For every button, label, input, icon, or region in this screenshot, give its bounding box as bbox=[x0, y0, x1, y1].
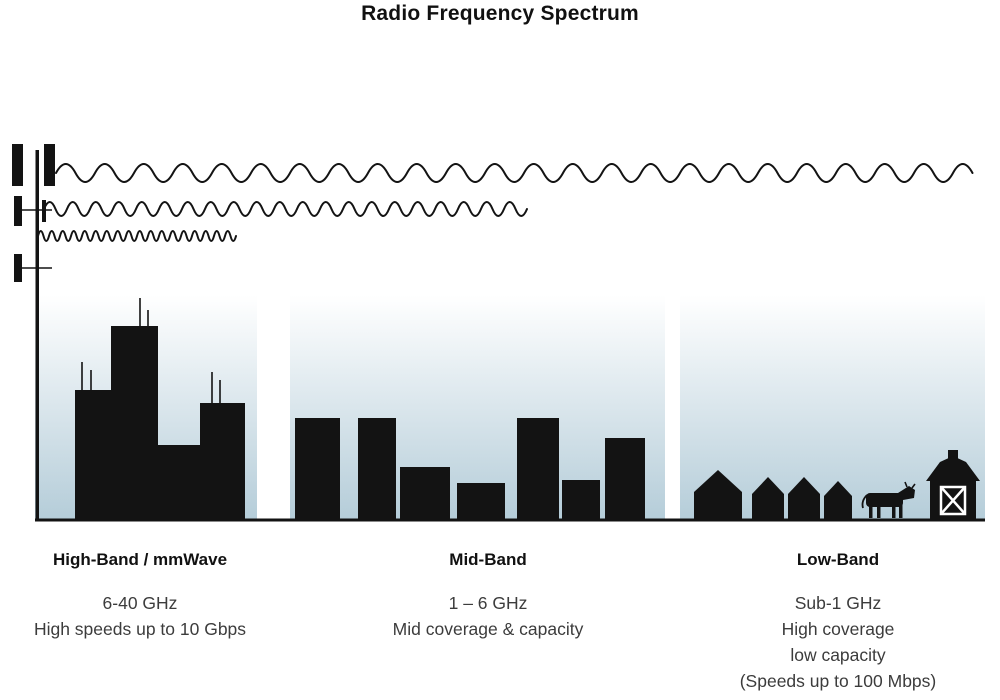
long-wavelength-wave bbox=[55, 163, 974, 183]
tower-antenna-panel bbox=[14, 254, 22, 282]
mid-rise-buildings bbox=[295, 418, 645, 520]
barn-icon bbox=[926, 450, 980, 519]
band-description: High speeds up to 10 Gbps bbox=[33, 619, 247, 639]
page-title: Radio Frequency Spectrum bbox=[361, 2, 639, 25]
rural-houses-cow-barn bbox=[694, 450, 980, 520]
building bbox=[358, 418, 396, 520]
building bbox=[200, 403, 245, 520]
house-icon bbox=[824, 481, 852, 520]
building bbox=[158, 445, 200, 520]
band-frequency: 6-40 GHz bbox=[102, 593, 178, 613]
tower-antenna-panel bbox=[44, 144, 55, 186]
tower-antenna-panel bbox=[14, 196, 22, 226]
building bbox=[457, 483, 505, 520]
tower-antenna-panel bbox=[42, 200, 46, 222]
building bbox=[75, 390, 111, 520]
band-frequency: Sub-1 GHz bbox=[794, 593, 882, 613]
building bbox=[400, 467, 450, 520]
house-icon bbox=[752, 477, 784, 520]
mid-band-caption: Mid-Band 1 – 6 GHz Mid coverage & capaci… bbox=[328, 550, 648, 642]
band-frequency: 1 – 6 GHz bbox=[448, 593, 528, 613]
tower-mast bbox=[35, 150, 39, 520]
band-description: (Speeds up to 100 Mbps) bbox=[739, 671, 937, 691]
low-band-caption: Low-Band Sub-1 GHz High coverage low cap… bbox=[688, 550, 988, 694]
building bbox=[562, 480, 600, 520]
cell-tower-icon bbox=[12, 144, 55, 520]
building bbox=[517, 418, 559, 520]
barn-door bbox=[939, 485, 967, 516]
band-description: low capacity bbox=[790, 645, 886, 665]
band-label: Low-Band bbox=[796, 550, 880, 569]
building bbox=[605, 438, 645, 520]
band-label: High-Band / mmWave bbox=[52, 550, 228, 569]
spectrum-illustration bbox=[12, 144, 985, 522]
building bbox=[295, 418, 340, 520]
house-icon bbox=[788, 477, 820, 520]
medium-wavelength-wave bbox=[43, 201, 528, 217]
city-skyscrapers bbox=[75, 298, 245, 520]
band-description: Mid coverage & capacity bbox=[392, 619, 584, 639]
high-band-caption: High-Band / mmWave 6-40 GHz High speeds … bbox=[10, 550, 270, 642]
house-icon bbox=[694, 470, 742, 520]
band-description: High coverage bbox=[781, 619, 895, 639]
short-wavelength-wave bbox=[37, 230, 237, 242]
tower-antenna-panel bbox=[12, 144, 23, 186]
band-label: Mid-Band bbox=[449, 550, 527, 569]
cow-icon bbox=[861, 481, 916, 518]
building bbox=[111, 326, 158, 520]
mid-band-sky-panel bbox=[290, 295, 665, 519]
